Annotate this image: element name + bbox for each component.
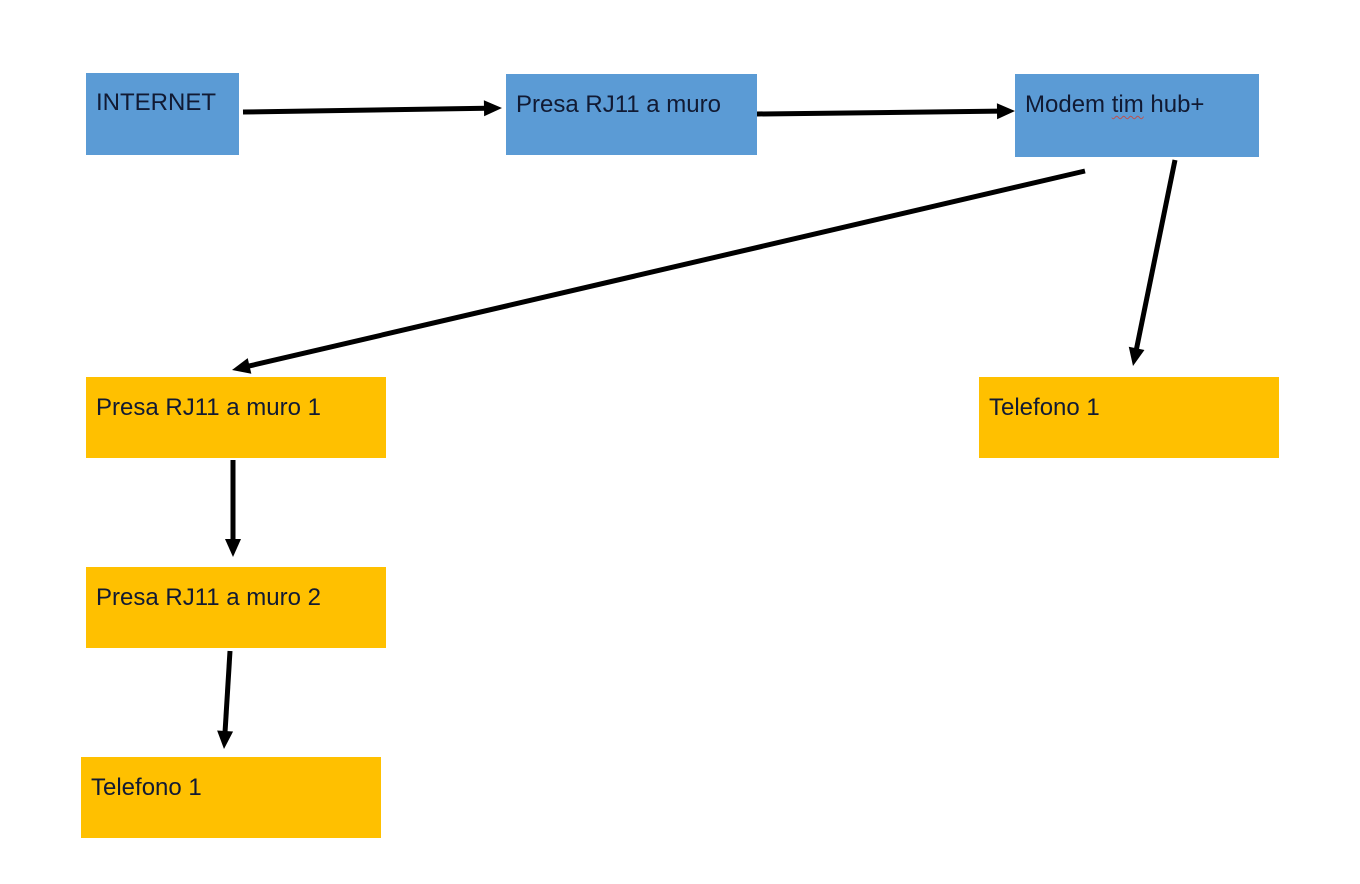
node-modem-label-flagged: tim [1111,91,1144,118]
node-internet-label: INTERNET [96,89,216,116]
arrow-head [217,730,234,749]
node-telefono-bottom: Telefono 1 [81,757,381,838]
node-internet: INTERNET [86,73,239,155]
node-presa-rj11: Presa RJ11 a muro [506,74,757,155]
arrow-modem-to-presa-rj11-1 [232,168,1086,374]
node-presa-rj11-label: Presa RJ11 a muro [516,91,721,118]
arrow-head [232,358,252,374]
node-telefono-bottom-label: Telefono 1 [91,774,202,801]
node-presa-rj11-1-label: Presa RJ11 a muro 1 [96,394,321,421]
arrow-shaft [222,650,233,734]
arrow-shaft [756,108,1000,117]
node-presa-rj11-2: Presa RJ11 a muro 2 [86,567,386,648]
node-presa-rj11-1: Presa RJ11 a muro 1 [86,377,386,458]
arrow-head [1128,346,1145,366]
arrow-shaft [242,105,487,115]
arrow-head [483,100,502,117]
arrow-internet-to-presa-rj11 [242,100,502,117]
arrow-head [225,539,241,557]
arrow-presa-rj11-2-to-telefono-bottom [217,650,234,749]
arrow-presa-rj11-to-modem [756,103,1015,120]
node-modem-label-prefix: Modem [1025,91,1112,118]
arrow-shaft [1133,159,1178,351]
arrow-modem-to-telefono-right [1128,159,1178,366]
node-telefono-right-label: Telefono 1 [989,394,1100,421]
arrow-shaft [247,168,1086,369]
node-modem: Modem tim hub+ [1015,74,1259,157]
arrow-head [996,103,1015,120]
node-telefono-right: Telefono 1 [979,377,1279,458]
node-modem-label-suffix: hub+ [1143,91,1205,118]
arrow-presa-rj11-1-to-presa-rj11-2 [225,460,241,557]
node-presa-rj11-2-label: Presa RJ11 a muro 2 [96,584,321,611]
